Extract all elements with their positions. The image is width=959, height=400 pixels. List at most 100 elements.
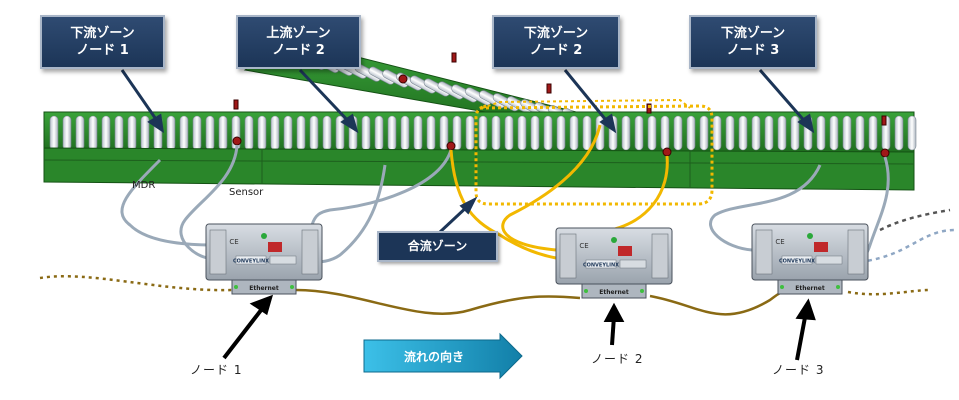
roller xyxy=(517,115,527,151)
roller xyxy=(816,115,826,151)
roller xyxy=(556,115,566,151)
roller xyxy=(296,115,306,151)
brand-plate xyxy=(235,255,267,265)
roller xyxy=(647,115,657,151)
sensor-label: Sensor xyxy=(229,187,264,198)
callout-line2: ノード 3 xyxy=(726,43,780,58)
ethernet-text: Ethernet xyxy=(795,285,825,292)
callout-line1: 上流ゾーン xyxy=(266,26,331,41)
roller xyxy=(686,115,696,151)
callout-downstream-node3: 下流ゾーン ノード 3 xyxy=(689,15,817,69)
link-led-right xyxy=(836,285,840,289)
callout-upstream-node2: 上流ゾーン ノード 2 xyxy=(236,15,361,69)
roller xyxy=(88,115,98,151)
callout-line2: ノード 2 xyxy=(529,43,583,58)
controllers: CONVEYLINXCEEthernetCONVEYLINXCEEthernet… xyxy=(205,223,869,299)
roller xyxy=(114,115,124,151)
link-led-right xyxy=(640,289,644,293)
brand-plate xyxy=(781,255,813,265)
sensor-merge xyxy=(398,74,408,84)
sensor-1 xyxy=(232,136,242,146)
main-conveyor xyxy=(43,111,917,191)
ethernet-module xyxy=(777,279,843,295)
roller xyxy=(660,115,670,151)
roller xyxy=(712,115,722,151)
ethernet-module xyxy=(231,279,297,295)
sensor-4 xyxy=(880,148,890,158)
roller xyxy=(75,115,85,151)
roller xyxy=(400,115,410,151)
port-left xyxy=(559,233,577,279)
roller xyxy=(244,115,254,151)
roller xyxy=(699,115,709,151)
status-plate xyxy=(269,255,297,265)
roller xyxy=(478,115,488,151)
roller xyxy=(569,115,579,151)
roller xyxy=(907,115,917,151)
roller xyxy=(257,115,267,151)
mdr-label: MDR xyxy=(132,180,156,191)
status-led xyxy=(611,237,617,243)
callout-line1: 下流ゾーン xyxy=(70,26,135,41)
roller xyxy=(894,115,904,151)
roller xyxy=(218,115,228,151)
callout-downstream-node1: 下流ゾーン ノード 1 xyxy=(40,15,165,69)
roller xyxy=(829,115,839,151)
roller xyxy=(413,115,423,151)
link-led-right xyxy=(290,285,294,289)
ethernet-text: Ethernet xyxy=(249,285,279,292)
flow-arrow-shape xyxy=(363,332,523,380)
roller xyxy=(465,115,475,151)
merge-zone-label: 合流ゾーン xyxy=(377,231,498,262)
roller xyxy=(127,115,137,151)
roller xyxy=(725,115,735,151)
callout-line2: ノード 1 xyxy=(76,43,129,58)
roller xyxy=(738,115,748,151)
roller xyxy=(140,115,150,151)
callout-downstream-node2: 下流ゾーン ノード 2 xyxy=(492,15,620,69)
link-led-left xyxy=(234,285,238,289)
roller xyxy=(101,115,111,151)
roller xyxy=(595,115,605,151)
photo-eye-1 xyxy=(233,99,239,110)
roller xyxy=(62,115,72,151)
roller xyxy=(790,115,800,151)
link-led-left xyxy=(780,285,784,289)
photo-eye-2 xyxy=(451,52,457,63)
callout-line2: ノード 2 xyxy=(272,43,325,58)
node-label-2: ノード 2 xyxy=(591,352,644,366)
roller xyxy=(530,115,540,151)
reset-button xyxy=(268,242,282,252)
roller xyxy=(361,115,371,151)
roller xyxy=(166,115,176,151)
ethernet-module xyxy=(581,283,647,299)
roller xyxy=(764,115,774,151)
port-left xyxy=(209,229,227,275)
roller xyxy=(192,115,202,151)
sensor-2 xyxy=(446,141,456,151)
roller xyxy=(868,115,878,151)
ce-mark: CE xyxy=(579,242,588,250)
reset-button xyxy=(814,242,828,252)
roller xyxy=(309,115,319,151)
ethernet-text: Ethernet xyxy=(599,289,629,296)
callout-line1: 下流ゾーン xyxy=(720,26,786,41)
roller xyxy=(270,115,280,151)
gray-wires xyxy=(120,144,890,264)
port-left xyxy=(755,229,773,275)
roller xyxy=(387,115,397,151)
roller xyxy=(855,115,865,151)
status-led xyxy=(807,233,813,239)
roller xyxy=(374,115,384,151)
roller xyxy=(426,115,436,151)
roller xyxy=(205,115,215,151)
node-label-3: ノード 3 xyxy=(772,363,825,377)
link-led-left xyxy=(584,289,588,293)
callout-arrows xyxy=(120,68,815,234)
status-led xyxy=(261,233,267,239)
photo-eye-3 xyxy=(546,83,552,94)
ce-mark: CE xyxy=(229,238,238,246)
